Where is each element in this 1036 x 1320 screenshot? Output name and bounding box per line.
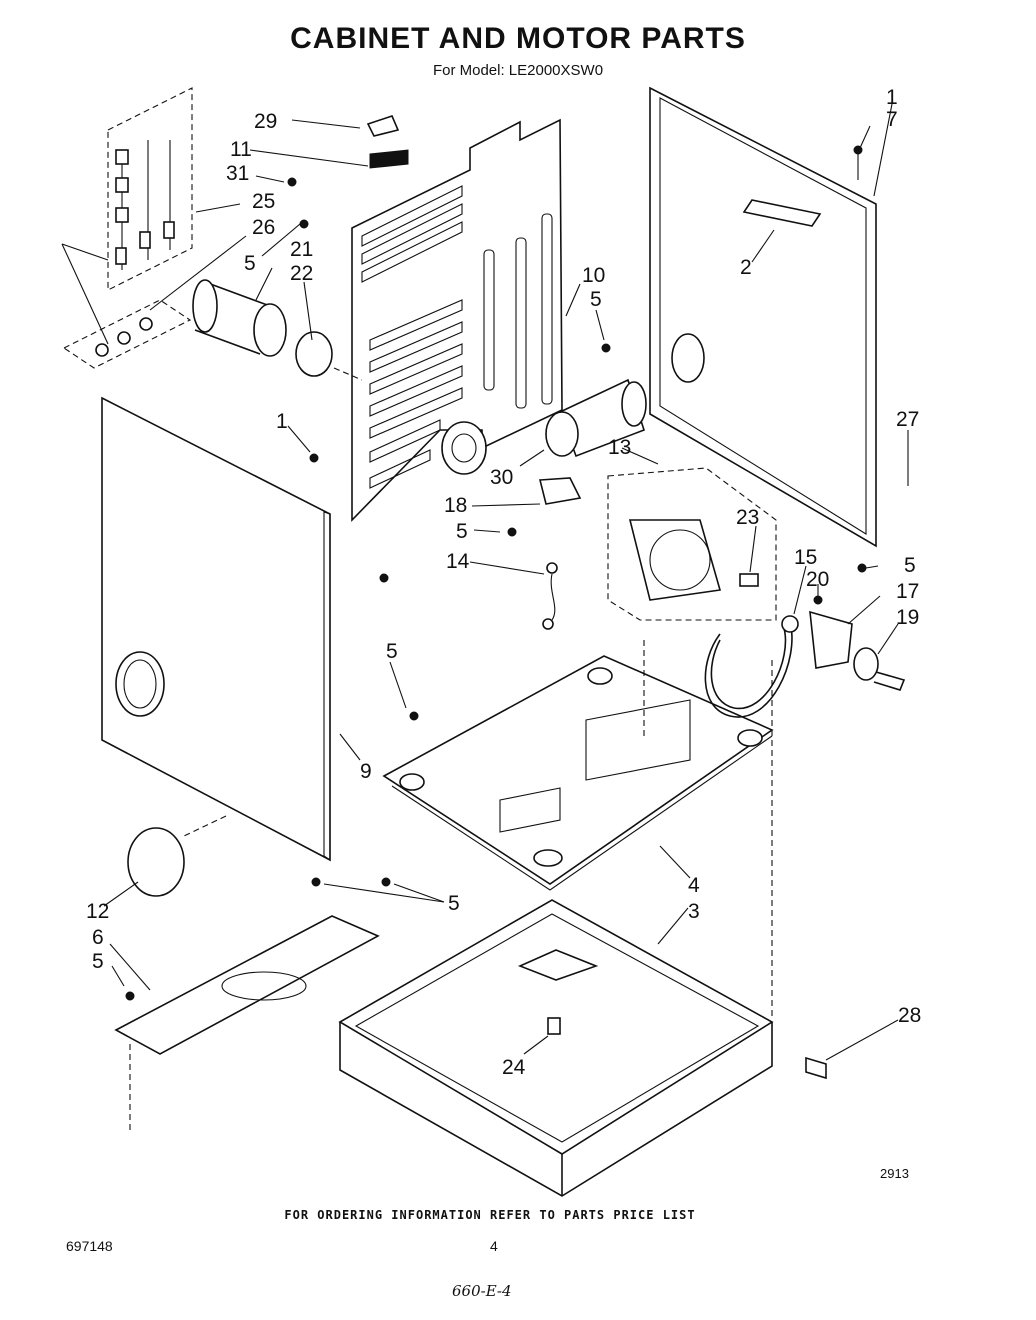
base-pan xyxy=(382,640,774,891)
callout-20: 20 xyxy=(806,568,829,591)
callout-15: 15 xyxy=(794,546,817,569)
callout-5-side: 5 xyxy=(386,640,398,663)
callout-29: 29 xyxy=(254,110,277,133)
callout-7: 7 xyxy=(886,108,898,131)
screws xyxy=(125,115,823,1001)
callout-27: 27 xyxy=(896,408,919,431)
callout-13: 13 xyxy=(608,436,631,459)
callout-24: 24 xyxy=(502,1056,526,1079)
motor-group xyxy=(538,378,777,630)
callout-5-right: 5 xyxy=(904,554,916,577)
callout-31: 31 xyxy=(226,162,249,185)
belt-idler xyxy=(704,610,906,718)
harness-group xyxy=(61,87,193,369)
side-panel xyxy=(101,396,331,862)
drum-front-disc xyxy=(127,815,227,897)
callout-21: 21 xyxy=(290,238,313,261)
callout-10: 10 xyxy=(582,264,605,287)
callout-5-motor: 5 xyxy=(456,520,468,543)
callout-14: 14 xyxy=(446,550,470,573)
document-number: 697148 xyxy=(66,1238,113,1254)
callout-22: 22 xyxy=(290,262,313,285)
handwritten-note: 660-E-4 xyxy=(452,1282,512,1300)
callout-5-bottom: 5 xyxy=(448,892,460,915)
callout-11: 11 xyxy=(230,138,252,161)
callout-4: 4 xyxy=(688,874,700,897)
rear-panel xyxy=(351,118,563,522)
callout-2: 2 xyxy=(740,256,752,279)
toe-panel xyxy=(114,915,380,1130)
callout-17: 17 xyxy=(896,580,919,603)
callout-19: 19 xyxy=(896,606,919,629)
callout-5-rear: 5 xyxy=(590,288,602,311)
callouts: 1 7 29 11 31 25 26 5 21 22 10 5 2 27 1 3… xyxy=(86,86,921,1079)
callout-26: 26 xyxy=(252,216,275,239)
callout-23: 23 xyxy=(736,506,759,529)
leader-lines xyxy=(103,103,909,1061)
callout-9: 9 xyxy=(360,760,372,783)
callout-3: 3 xyxy=(688,900,700,923)
callout-5-duct: 5 xyxy=(244,252,256,275)
callout-5-toe: 5 xyxy=(92,950,104,973)
page-title: CABINET AND MOTOR PARTS xyxy=(290,22,746,55)
callout-25: 25 xyxy=(252,190,275,213)
cabinet-frame xyxy=(338,660,827,1197)
model-line: For Model: LE2000XSW0 xyxy=(432,62,604,79)
callout-28: 28 xyxy=(898,1004,921,1027)
drawing-number: 2913 xyxy=(880,1166,909,1181)
callout-6: 6 xyxy=(92,926,104,949)
exhaust-duct xyxy=(192,279,363,381)
top-panel xyxy=(649,86,877,573)
callout-1-top-panel: 1 xyxy=(886,86,898,109)
callout-30: 30 xyxy=(490,466,513,489)
callout-18: 18 xyxy=(444,494,467,517)
page-number: 4 xyxy=(490,1238,498,1254)
ordering-footer: FOR ORDERING INFORMATION REFER TO PARTS … xyxy=(284,1208,696,1222)
callout-12: 12 xyxy=(86,900,109,923)
callout-1-side-panel: 1 xyxy=(276,410,288,433)
